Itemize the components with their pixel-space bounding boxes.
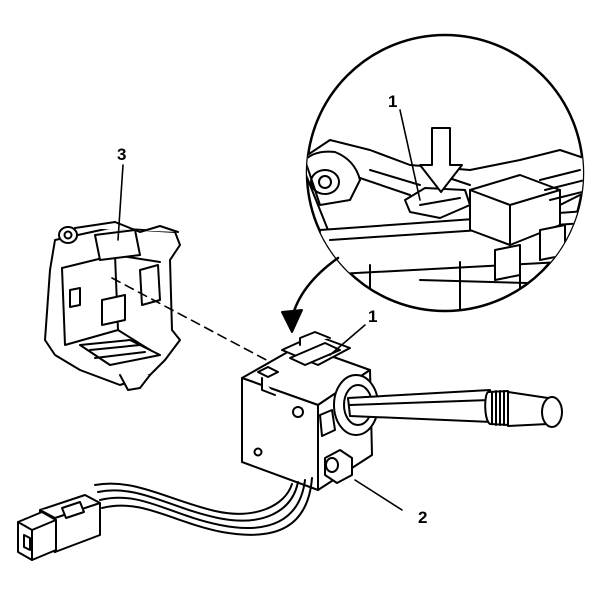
callout-bracket: 3 xyxy=(117,145,126,164)
mounting-bracket xyxy=(44,221,181,391)
leader-connector-ref xyxy=(354,479,403,511)
callout-switch-tab: 1 xyxy=(368,307,377,326)
wire-harness xyxy=(94,477,313,536)
turn-signal-lever xyxy=(347,389,563,428)
callout-connector-ref: 2 xyxy=(418,508,427,527)
leader-switch-tab xyxy=(329,324,366,356)
leader-bracket xyxy=(117,164,124,241)
detail-pointer-arrow xyxy=(281,256,340,333)
callout-detail-tab: 1 xyxy=(388,92,397,111)
leader-lines xyxy=(117,109,421,511)
leader-detail-tab xyxy=(399,109,421,201)
harness-connector xyxy=(17,494,101,561)
detail-magnifier xyxy=(305,33,585,313)
push-arrow xyxy=(419,127,463,193)
alignment-line xyxy=(111,277,273,364)
detail-contents xyxy=(307,139,583,311)
